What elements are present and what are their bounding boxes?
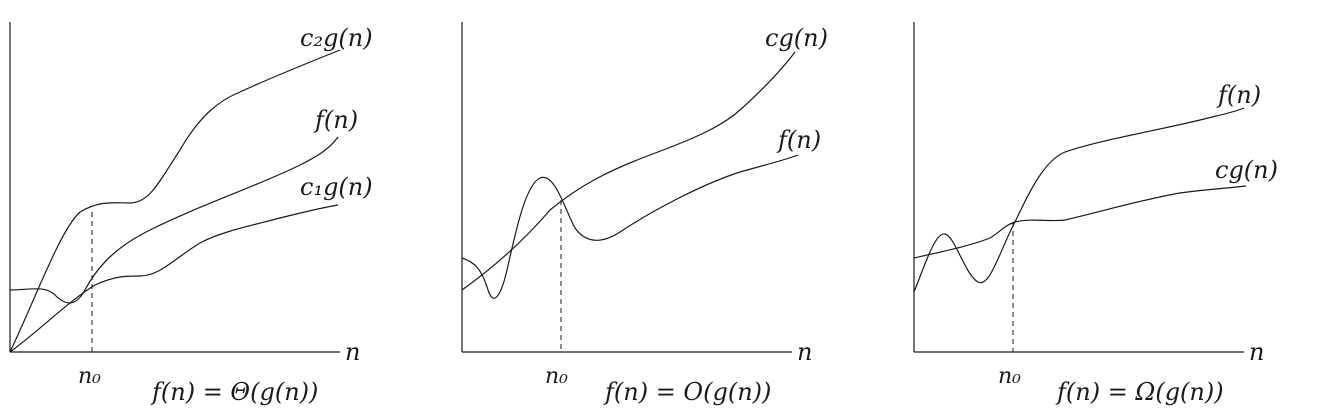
bigo-curve-cg xyxy=(461,51,796,291)
bigo-threshold-label: n₀ xyxy=(545,364,568,389)
theta-curve-c2g xyxy=(9,49,341,353)
panel-theta: c₂g(n) f(n) c₁g(n) n n₀ f(n) = Θ(g(n)) xyxy=(9,22,373,406)
omega-caption: f(n) = Ω(g(n)) xyxy=(1055,378,1224,406)
panel-omega: f(n) cg(n) n n₀ f(n) = Ω(g(n)) xyxy=(913,22,1278,406)
panel-bigo: cg(n) f(n) n n₀ f(n) = O(g(n)) xyxy=(461,22,828,406)
omega-label-f: f(n) xyxy=(1216,81,1261,109)
omega-x-label: n xyxy=(1249,338,1264,366)
theta-label-c1g: c₁g(n) xyxy=(300,173,373,201)
theta-caption: f(n) = Θ(g(n)) xyxy=(150,378,318,406)
theta-threshold-label: n₀ xyxy=(78,364,101,389)
theta-label-c2g: c₂g(n) xyxy=(300,24,373,52)
omega-label-cg: cg(n) xyxy=(1215,156,1278,184)
omega-curve-cg xyxy=(913,185,1247,259)
bigo-caption: f(n) = O(g(n)) xyxy=(603,378,771,406)
omega-threshold-label: n₀ xyxy=(998,364,1021,389)
bigo-label-cg: cg(n) xyxy=(765,24,828,52)
theta-curve-c1g xyxy=(9,204,339,353)
theta-label-f: f(n) xyxy=(313,106,358,134)
theta-curve-f xyxy=(9,136,339,304)
theta-x-label: n xyxy=(345,338,360,366)
omega-curve-f xyxy=(913,107,1245,293)
bigo-curve-f xyxy=(461,154,799,299)
bigo-x-label: n xyxy=(797,338,812,366)
bigo-label-f: f(n) xyxy=(776,126,821,154)
